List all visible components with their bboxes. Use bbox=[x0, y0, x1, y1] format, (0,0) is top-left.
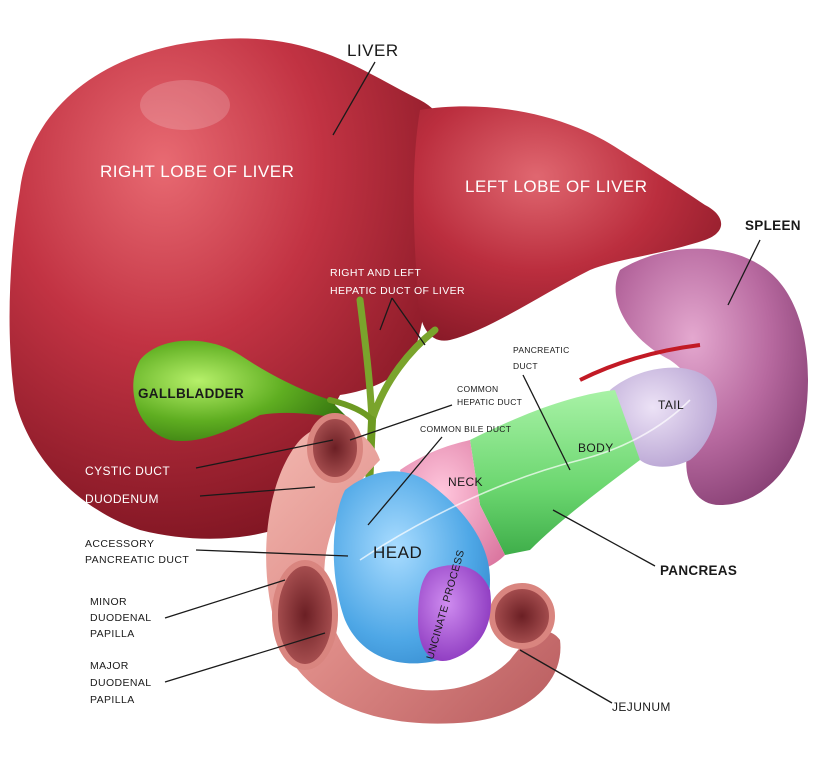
label-minor-1: MINOR bbox=[90, 596, 127, 608]
label-major-3: PAPILLA bbox=[90, 694, 135, 706]
label-major-1: MAJOR bbox=[90, 660, 129, 672]
pancreas-tail-region bbox=[610, 367, 718, 467]
jejunum-lumen bbox=[489, 583, 555, 649]
label-jejunum: JEJUNUM bbox=[612, 700, 671, 714]
pancreatic-duct-line bbox=[359, 399, 691, 561]
liver bbox=[9, 38, 722, 539]
label-minor-2: DUODENAL bbox=[90, 612, 152, 624]
label-pancreas: PANCREAS bbox=[660, 563, 737, 578]
label-left-lobe: LEFT LOBE OF LIVER bbox=[465, 177, 648, 196]
label-pancreatic-duct-1: PANCREATIC bbox=[513, 345, 570, 355]
uncinate-process-region bbox=[418, 565, 491, 661]
label-common-hepatic-2: HEPATIC DUCT bbox=[457, 397, 522, 407]
gallbladder bbox=[133, 340, 350, 441]
label-gallbladder: GALLBLADDER bbox=[138, 386, 244, 401]
label-cystic-duct: CYSTIC DUCT bbox=[85, 464, 170, 478]
duodenum-lumen-lower bbox=[272, 560, 338, 670]
label-duodenum: DUODENUM bbox=[85, 492, 159, 506]
label-liver: LIVER bbox=[347, 41, 399, 60]
label-minor-3: PAPILLA bbox=[90, 628, 135, 640]
label-hepatic-duct-2: HEPATIC DUCT OF LIVER bbox=[330, 285, 465, 297]
label-head: HEAD bbox=[373, 543, 422, 562]
label-common-hepatic-1: COMMON bbox=[457, 384, 498, 394]
left-lobe-of-liver bbox=[413, 106, 722, 341]
label-right-lobe: RIGHT LOBE OF LIVER bbox=[100, 162, 294, 181]
duodenum-lumen-upper bbox=[307, 413, 363, 483]
spleen bbox=[615, 248, 808, 506]
label-neck: NECK bbox=[448, 475, 483, 489]
leader-lines bbox=[164, 61, 761, 704]
label-hepatic-duct-1: RIGHT AND LEFT bbox=[330, 267, 421, 279]
label-pancreatic-duct-2: DUCT bbox=[513, 361, 538, 371]
label-accessory-1: ACCESSORY bbox=[85, 538, 154, 550]
label-spleen: SPLEEN bbox=[745, 218, 801, 233]
label-tail: TAIL bbox=[658, 398, 684, 412]
label-major-2: DUODENAL bbox=[90, 677, 152, 689]
pancreas-body-region bbox=[470, 390, 640, 555]
right-lobe-of-liver bbox=[9, 38, 449, 539]
duodenum bbox=[266, 413, 561, 724]
label-common-bile-duct: COMMON BILE DUCT bbox=[420, 424, 511, 434]
label-body: BODY bbox=[578, 441, 614, 455]
label-accessory-2: PANCREATIC DUCT bbox=[85, 554, 189, 566]
splenic-vessel bbox=[579, 343, 701, 382]
